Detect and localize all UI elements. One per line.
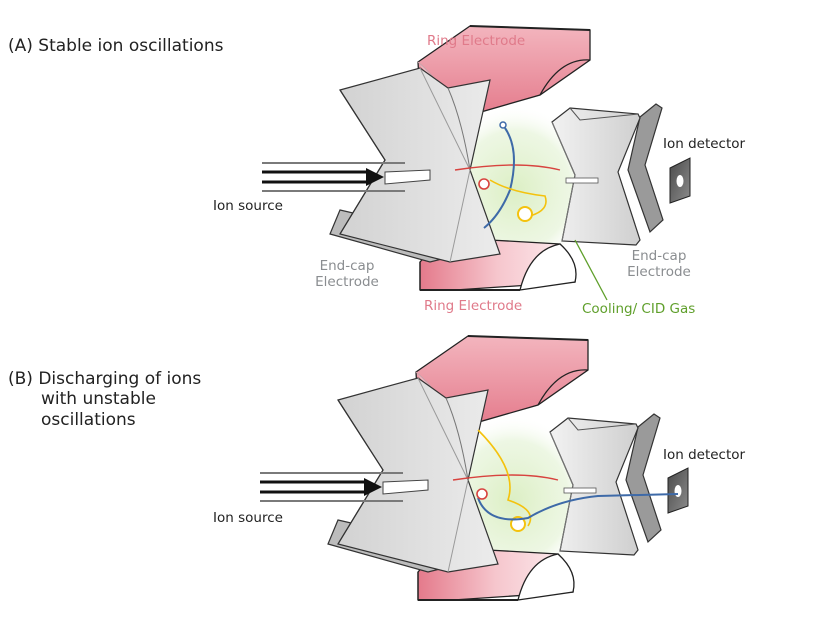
- panel-b-title: (B) Discharging of ions with unstable os…: [8, 369, 202, 430]
- ring-electrode-bottom-label: Ring Electrode: [424, 298, 523, 314]
- ion-yellow: [510, 516, 526, 532]
- ion-detector-label-b: Ion detector: [663, 447, 746, 463]
- panel-a: [260, 24, 692, 301]
- panel-b: [258, 334, 690, 602]
- ion-trajectory-blue: [483, 127, 515, 229]
- ion-trajectory-red: [452, 474, 559, 481]
- panel-a-title: (A) Stable ion oscillations: [8, 36, 224, 56]
- ring-electrode-top-label: Ring Electrode: [427, 33, 526, 49]
- ion-detector-label-a: Ion detector: [663, 136, 746, 152]
- ion-source-label-a: Ion source: [213, 198, 283, 214]
- gas-pointer-line: [574, 239, 608, 301]
- ion-trajectory-blue-ejected: [477, 493, 679, 521]
- ion-red: [476, 488, 488, 500]
- ion-yellow: [517, 206, 533, 222]
- gas-label: Cooling/ CID Gas: [582, 301, 696, 317]
- ion-trajectory-yellow: [489, 179, 547, 217]
- ion-red: [478, 178, 490, 190]
- ion-source-label-b: Ion source: [213, 510, 283, 526]
- ion-blue: [499, 121, 507, 129]
